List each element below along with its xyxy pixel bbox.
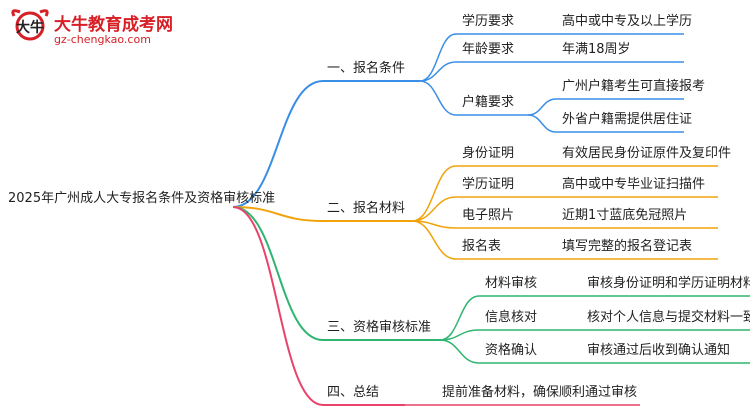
leaf-label: 广州户籍考生可直接报考: [562, 79, 706, 94]
leaf-label: 核对个人信息与提交材料一致性: [587, 310, 750, 325]
child-connector: [439, 295, 480, 341]
branch-label: 一、报名条件: [327, 61, 406, 76]
branch-label: 四、总结: [327, 385, 380, 400]
child-label: 材料审核: [485, 276, 538, 291]
branch-connector: [232, 206, 324, 341]
child-label: 学历证明: [462, 177, 515, 192]
child-connector: [411, 165, 457, 222]
watermark-title: 大牛教育成考网: [54, 15, 173, 35]
leaf-label: 外省户籍需提供居住证: [562, 112, 693, 127]
child-label: 电子照片: [462, 208, 515, 223]
child-connector: [411, 220, 457, 260]
root-topic: 2025年广州成人大专报名条件及资格审核标准: [8, 191, 276, 206]
child-connector: [439, 339, 480, 364]
child-label: 资格确认: [485, 343, 538, 358]
bull-logo-icon: 大牛: [11, 9, 49, 41]
watermark-logo: 大牛 大牛教育成考网 gz-chengkao.com: [8, 6, 208, 56]
svg-text:大牛: 大牛: [16, 19, 44, 36]
leaf-label: 高中或中专及以上学历: [562, 14, 693, 29]
child-label: 信息核对: [485, 310, 538, 325]
child-connector: [419, 61, 457, 82]
child-label: 身份证明: [462, 146, 515, 161]
branch-label: 二、报名材料: [327, 201, 406, 216]
leaf-label: 审核身份证明和学历证明材料: [587, 276, 750, 291]
branch-connector: [232, 206, 324, 406]
child-connector: [419, 80, 457, 116]
branch-label: 三、资格审核标准: [327, 320, 432, 335]
summary-label: 提前准备材料，确保顺利通过审核: [442, 385, 638, 400]
branch-connector: [232, 206, 324, 222]
leaf-label: 填写完整的报名登记表: [562, 239, 693, 254]
watermark-url: gz-chengkao.com: [54, 33, 151, 46]
child-label: 学历要求: [462, 14, 515, 29]
child-connector: [419, 33, 457, 82]
branch-connector: [232, 80, 324, 208]
child-label: 户籍要求: [462, 95, 515, 110]
leaf-label: 高中或中专毕业证扫描件: [562, 177, 706, 192]
leaf-label: 有效居民身份证原件及复印件: [562, 146, 732, 161]
child-connector: [411, 196, 457, 222]
leaf-connector: [527, 114, 557, 133]
leaf-label: 近期1寸蓝底免冠照片: [562, 208, 688, 223]
leaf-label: 审核通过后收到确认通知: [587, 343, 731, 358]
leaf-label: 年满18周岁: [562, 42, 631, 57]
child-label: 报名表: [462, 239, 502, 254]
child-label: 年龄要求: [462, 42, 515, 57]
leaf-connector: [527, 98, 557, 116]
